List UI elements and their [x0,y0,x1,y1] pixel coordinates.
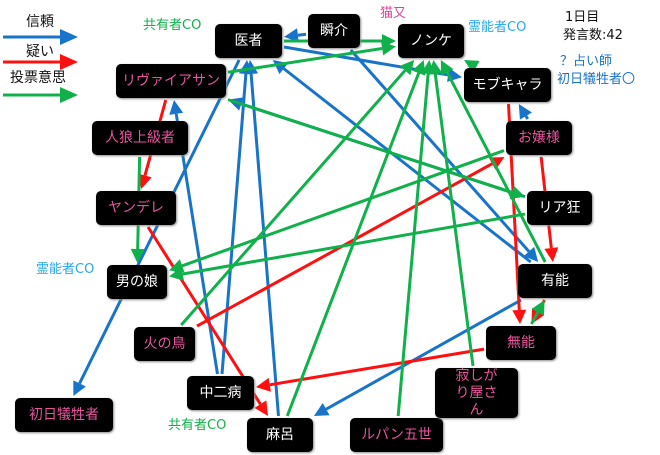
annotation-nekomata: 猫又 [380,6,407,21]
node-maro: 麻呂 [247,418,313,452]
node-label: 麻呂 [266,426,294,443]
node-munou: 無能 [486,326,556,360]
arrowhead [544,247,559,262]
edge-trust-yuunou-isha [282,67,532,264]
arrowhead [512,309,527,324]
edge-vote-hinotori-nonke [180,69,407,326]
legend-doubt-arrowhead [60,54,78,70]
legend-vote-arrowhead [60,87,78,103]
arrowhead [254,400,268,416]
arrowhead [464,60,480,74]
node-shunsuke: 瞬介 [308,14,360,48]
arrowhead [169,100,184,115]
node-label: 初日犠牲者 [29,406,99,423]
arrowhead [169,267,184,281]
annotation-seer: ？占い師 [560,54,613,69]
node-label: ルパン五世 [361,426,432,443]
edge-trust-maro-isha [249,73,280,417]
node-label: ヤンデレ [108,199,164,216]
edge-vote-munou-yuunou [530,311,540,325]
legend-trust-label: 信頼 [26,14,54,30]
legend-doubt-label: 疑い [26,44,54,60]
node-shonichi: 初日犠牲者 [15,398,113,432]
node-jinro: 人狼上級者 [92,121,188,155]
day-label: 1日目 [565,10,600,25]
arrowhead [523,246,539,262]
arrowhead [531,300,545,316]
node-label: 有能 [541,272,569,289]
edge-doubt-yandere-maro [146,226,262,405]
node-leviathan: リヴァイアサン [116,64,226,98]
arrowhead [428,60,443,75]
arrowhead [256,377,271,392]
node-label: 瞬介 [320,22,348,39]
statement-count: 発言数:42 [563,28,623,43]
legend-vote-label: 投票意思 [10,70,66,86]
edge-trust-yuunou-maro [325,298,522,411]
annotation-sharer-co-bottom: 共有者CO [168,418,227,433]
node-yuunou: 有能 [518,264,592,298]
edge-vote-sabishi-nonke [433,73,475,367]
edge-vote-riajuu-otoko [182,212,526,276]
node-label: 火の鳥 [143,335,186,352]
node-sabishi: 寂しがり屋さん [435,368,518,418]
arrowhead [138,173,152,189]
node-label: 中二病 [199,384,242,401]
node-label: モブキャラ [472,76,543,93]
arrowhead [313,403,330,416]
node-isha: 医者 [215,24,282,58]
node-label: 医者 [234,32,263,49]
edge-vote-leviathan-nonke [227,47,383,74]
node-lupin: ルパン五世 [350,418,443,452]
node-chuuni: 中二病 [187,376,254,410]
annotation-sharer-co: 共有者CO [143,18,202,33]
edge-trust-chuuni-leviathan [174,113,219,375]
arrowhead [73,380,86,396]
arrowhead [284,28,299,43]
node-label: リア狂 [538,199,581,216]
node-label: 男の娘 [116,273,158,290]
arrowhead [412,60,426,76]
node-label: リヴァイアサン [122,72,220,89]
edge-trust-chuuni-isha [220,73,248,375]
legend-arrows [3,29,78,103]
node-ojou: お嬢様 [506,121,572,155]
arrowhead [130,248,145,263]
annotation-medium-co-left: 霊能者CO [36,262,95,277]
arrowhead [399,60,415,76]
node-label: 無能 [507,334,535,351]
node-nonke: ノンケ [398,24,464,58]
node-label: 寂しがり屋さん [455,367,498,418]
arrowhead [440,60,454,76]
legend-trust-arrowhead [60,29,78,45]
node-yandere: ヤンデレ [96,191,176,225]
node-label: お嬢様 [518,129,560,146]
arrowhead [381,41,396,56]
edge-doubt-munou-chuuni [269,347,485,387]
node-otoko: 男の娘 [107,265,167,299]
arrowhead [518,104,532,120]
edge-trust-shunsuke-isha [297,32,307,37]
edge-vote-ojou-otoko [181,149,505,268]
annotation-medium-co: 霊能者CO [468,20,527,35]
node-riajuu: リア狂 [527,191,592,225]
node-label: 人狼上級者 [105,129,175,146]
edge-vote-yuunou-nonke [445,71,547,263]
arrowhead [509,185,525,200]
node-mob: モブキャラ [464,68,551,102]
annotation-first-victim: 初日犠牲者〇 [557,72,636,87]
edge-vote-leviathan-riajuu [227,98,513,194]
edge-vote-lupin-nonke [396,73,430,417]
edge-trust-ojou-mob [524,115,529,120]
node-label: ノンケ [410,32,452,49]
node-hinotori: 火の鳥 [134,327,195,361]
